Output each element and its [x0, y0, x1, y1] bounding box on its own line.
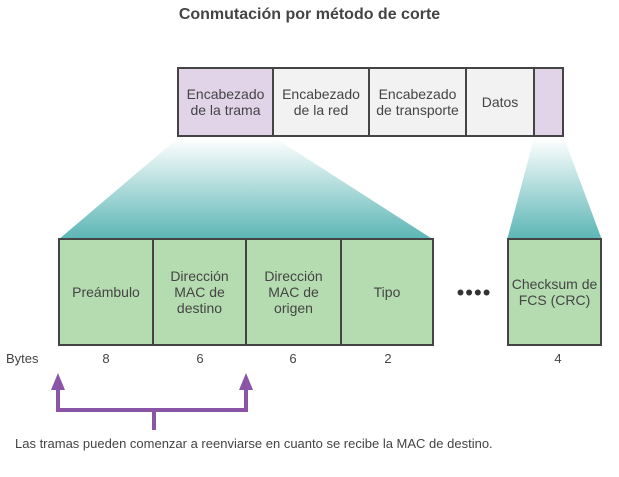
preamble-field: Preámbulo — [58, 238, 154, 346]
frame-trailer-cell — [533, 67, 564, 137]
trailer-zoom-shape — [507, 138, 602, 240]
diagram-title: Conmutación por método de corte — [178, 6, 441, 23]
right-arrowhead — [239, 373, 253, 390]
left-arrowhead — [51, 373, 65, 390]
source-mac-bytes: 6 — [289, 351, 297, 366]
header-zoom-shape — [58, 138, 434, 240]
preamble-bytes: 8 — [102, 351, 110, 366]
bytes-label: Bytes — [6, 351, 39, 366]
fcs-bytes: 4 — [554, 351, 562, 366]
type-bytes: 2 — [384, 351, 392, 366]
bracket-arrow — [56, 386, 248, 430]
destination-mac-field: Dirección MAC de destino — [152, 238, 247, 346]
source-mac-field: Dirección MAC de origen — [245, 238, 342, 346]
caption-text: Las tramas pueden comenzar a reenviarse … — [15, 436, 493, 451]
ellipsis-dots: •••• — [456, 280, 492, 305]
network-header-cell: Encabezado de la red — [272, 67, 370, 137]
fcs-field: Checksum de FCS (CRC) — [507, 238, 602, 346]
destination-mac-bytes: 6 — [196, 351, 204, 366]
data-cell: Datos — [465, 67, 535, 137]
type-field: Tipo — [340, 238, 434, 346]
